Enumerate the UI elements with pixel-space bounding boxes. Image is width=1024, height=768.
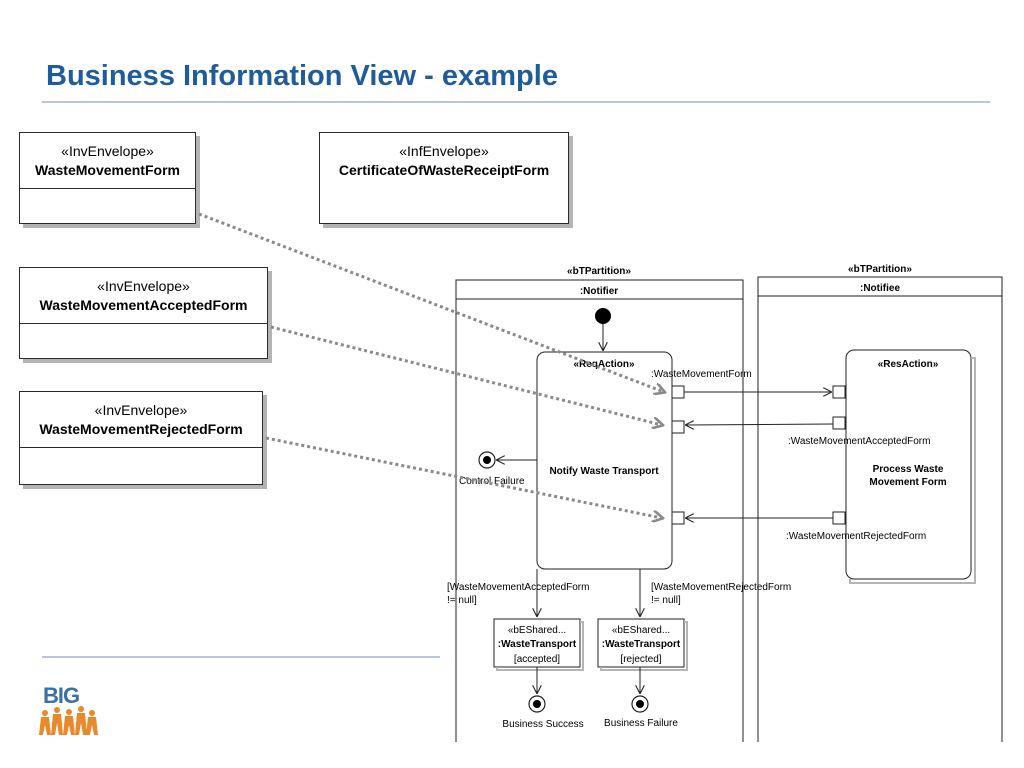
shared-state-accepted[interactable]: «bEShared... :WasteTransport [accepted]: [493, 618, 584, 671]
envelope-name: WasteMovementAcceptedForm: [39, 297, 248, 313]
envelope-waste-movement-form[interactable]: «InvEnvelope» WasteMovementForm: [19, 132, 196, 224]
guard-rejected-line2: != null]: [651, 595, 681, 606]
envelope-stereotype: «InvEnvelope»: [94, 402, 188, 418]
envelope-certificate-of-waste-receipt-form[interactable]: «InfEnvelope» CertificateOfWasteReceiptF…: [319, 132, 569, 224]
final-node-business-success[interactable]: [528, 695, 546, 713]
dependency-rejected: [265, 436, 662, 518]
envelope-compartment-divider: [20, 447, 262, 448]
dependency-accepted: [270, 325, 662, 425]
shared-stereotype: «bEShared...: [508, 625, 566, 636]
slide-title: Business Information View - example: [46, 60, 558, 92]
pin-req-waste-movement-form[interactable]: [671, 385, 685, 399]
action-stereotype: «ReqAction»: [573, 359, 635, 370]
action-name-line1: Process Waste: [873, 464, 944, 475]
shared-state: [rejected]: [620, 654, 661, 665]
pin-res-accepted-form[interactable]: [832, 416, 846, 430]
req-action-notify-waste-transport[interactable]: «ReqAction» Notify Waste Transport: [536, 351, 673, 570]
envelope-waste-movement-rejected-form[interactable]: «InvEnvelope» WasteMovementRejectedForm: [19, 391, 263, 485]
shared-name: :WasteTransport: [602, 639, 681, 650]
envelope-stereotype: «InvEnvelope»: [61, 143, 154, 159]
res-action-process-waste-movement-form[interactable]: «ResAction» Process Waste Movement Form: [845, 349, 976, 584]
envelope-name: WasteMovementForm: [35, 162, 180, 178]
pin-res-rejected-form[interactable]: [832, 511, 846, 525]
logo-text: BIG: [43, 683, 80, 708]
shared-name: :WasteTransport: [498, 639, 577, 650]
final-node-business-failure[interactable]: [631, 695, 649, 713]
shared-stereotype: «bEShared...: [612, 625, 670, 636]
envelope-stereotype: «InvEnvelope»: [97, 278, 190, 294]
shared-state: [accepted]: [514, 654, 560, 665]
envelope-waste-movement-accepted-form[interactable]: «InvEnvelope» WasteMovementAcceptedForm: [19, 267, 268, 359]
pin-label-rejected: :WasteMovementRejectedForm: [786, 531, 926, 542]
final-label-success: Business Success: [502, 719, 583, 730]
partition-stereotype: «bTPartition»: [567, 266, 631, 277]
final-label-failure: Business Failure: [604, 718, 678, 729]
people-icon: [39, 706, 98, 735]
partition-stereotype: «bTPartition»: [848, 264, 912, 275]
pin-label-accepted: :WasteMovementAcceptedForm: [788, 436, 930, 447]
partition-notifier: «bTPartition» :Notifier: [455, 266, 744, 742]
pin-label-form: :WasteMovementForm: [651, 369, 752, 380]
pin-req-accepted-form[interactable]: [671, 420, 685, 434]
initial-node[interactable]: [595, 308, 611, 324]
final-label-control-failure: Control Failure: [459, 476, 525, 487]
action-name-line2: Movement Form: [869, 477, 946, 488]
action-stereotype: «ResAction»: [878, 359, 939, 370]
dependency-form: [198, 212, 664, 392]
guard-accepted-line2: != null]: [447, 595, 477, 606]
object-flow-accepted: [686, 424, 834, 425]
big-logo: BIG: [37, 683, 99, 741]
envelope-name: CertificateOfWasteReceiptForm: [338, 162, 550, 178]
pin-req-rejected-form[interactable]: [671, 511, 685, 525]
guard-rejected-line1: [WasteMovementRejectedForm: [651, 582, 791, 593]
partition-notifiee: «bTPartition» :Notifiee: [757, 264, 1003, 742]
pin-res-waste-movement-form[interactable]: [832, 385, 846, 399]
guard-accepted-line1: [WasteMovementAcceptedForm: [447, 582, 589, 593]
footer-divider: [42, 656, 440, 658]
action-name: Notify Waste Transport: [549, 466, 659, 477]
shared-state-rejected[interactable]: «bEShared... :WasteTransport [rejected]: [597, 618, 688, 671]
title-underline: [42, 101, 990, 103]
partition-name: :Notifier: [580, 286, 618, 297]
envelope-compartment-divider: [20, 188, 195, 189]
envelope-name: WasteMovementRejectedForm: [39, 421, 243, 437]
envelope-compartment-divider: [20, 323, 267, 324]
envelope-stereotype: «InfEnvelope»: [399, 143, 489, 159]
partition-name: :Notifiee: [860, 283, 900, 294]
final-node-control-failure[interactable]: [478, 451, 496, 469]
